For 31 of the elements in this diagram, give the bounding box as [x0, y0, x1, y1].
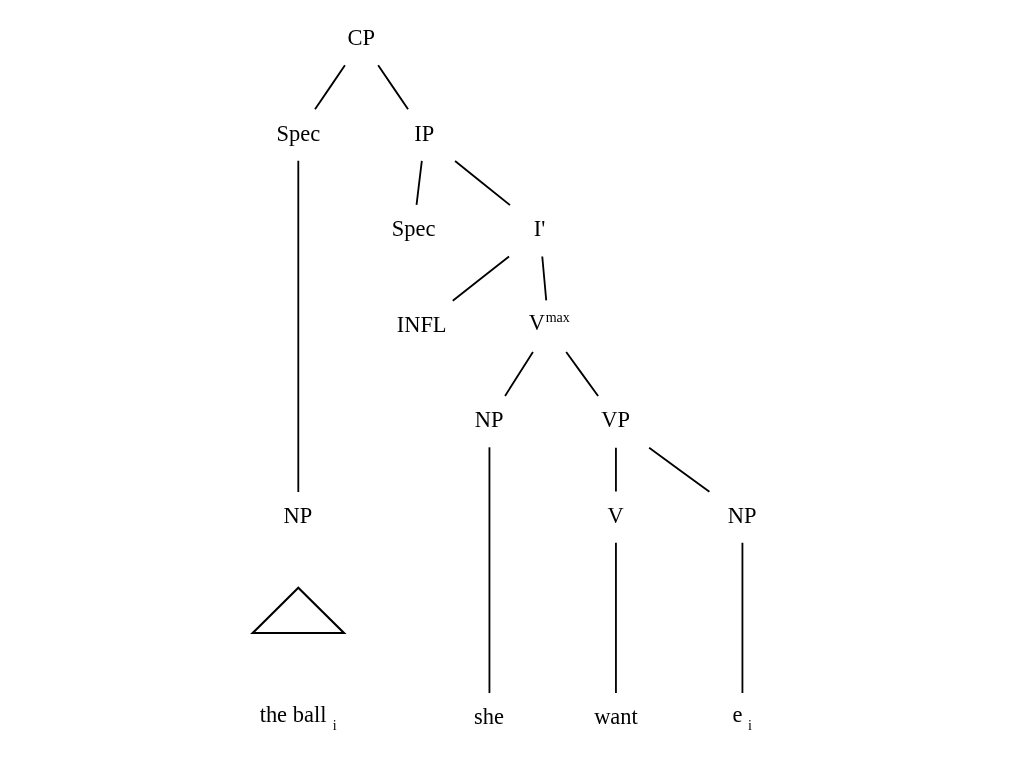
connector — [377, 64, 409, 111]
node-text: want — [594, 703, 638, 729]
connector — [615, 446, 617, 493]
connector — [314, 64, 346, 111]
node-text: V — [607, 502, 624, 528]
connector — [415, 160, 423, 206]
node-text: NP — [727, 502, 757, 528]
connector — [454, 160, 511, 207]
connector — [504, 351, 534, 397]
node-text: NP — [283, 502, 313, 528]
node-text: Spec — [391, 216, 436, 242]
node-text: I' — [533, 216, 546, 242]
node-text: she — [473, 703, 504, 729]
connector — [297, 159, 300, 493]
node-text: NP — [474, 407, 504, 433]
connector — [488, 446, 491, 694]
node-triangle — [250, 586, 347, 635]
connector — [741, 541, 744, 694]
connector — [565, 351, 599, 397]
node-text: VP — [601, 407, 630, 433]
node-text: e $_{i}$ — [732, 702, 752, 734]
connector — [615, 541, 617, 694]
node-text: the ball $_{i}$ — [259, 702, 337, 734]
connector — [541, 255, 548, 302]
connector — [648, 446, 711, 493]
node-text: CP — [347, 24, 375, 50]
node-text: V$^{max}$ — [528, 309, 570, 336]
node-text: IP — [414, 120, 435, 146]
node-text: INFL — [396, 311, 447, 337]
connector — [451, 255, 510, 302]
node-text: Spec — [276, 120, 321, 146]
